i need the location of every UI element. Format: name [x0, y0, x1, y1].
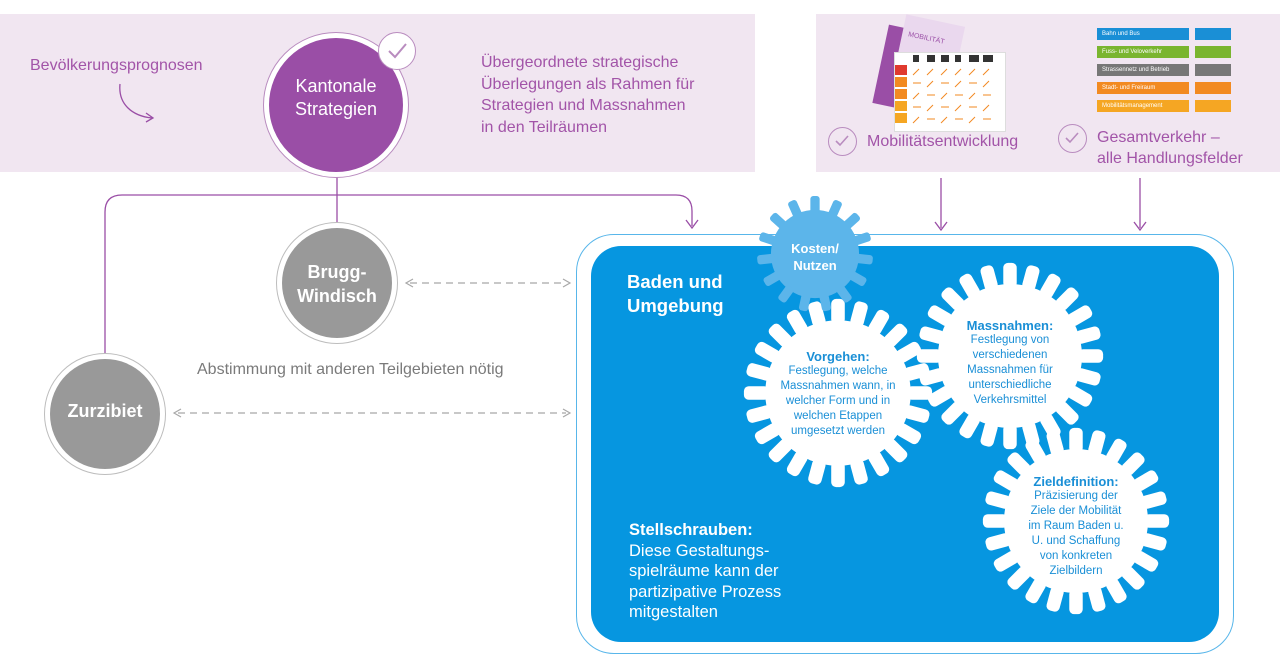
ziel-text: Zieldefinition: Präzisierung der Ziele d…: [1006, 474, 1146, 579]
vorgehen-title: Vorgehen:: [806, 349, 870, 364]
kosten-label: Kosten/ Nutzen: [791, 241, 839, 273]
massnahmen-title: Massnahmen:: [966, 318, 1054, 333]
kantonal-label-2: Strategien: [294, 99, 378, 119]
kantonal-strategies-circle: Kantonale Strategien: [263, 32, 409, 178]
zurzibiet-label: Zurzibiet: [67, 401, 143, 421]
zurzibiet-circle: Zurzibiet: [44, 353, 166, 475]
ziel-title: Zieldefinition:: [1033, 474, 1119, 489]
kantonal-description: Übergeordnete strategische Überlegungen …: [481, 54, 695, 136]
brugg-label-2: Windisch: [297, 286, 377, 306]
pedestrian-bike-icon: [1195, 46, 1231, 58]
legend-row-stadt: Stadt- und Freiraum: [1097, 82, 1189, 94]
mobility-check-icon: [828, 127, 857, 156]
car-icon: [1195, 64, 1231, 76]
gesamt-check-icon: [1058, 124, 1087, 153]
kantonal-check-icon: [378, 32, 416, 70]
mobility-label: Mobilitätsentwicklung: [867, 133, 1019, 150]
stellschrauben-block: Stellschrauben: Diese Gestaltungs- spiel…: [629, 521, 782, 621]
gears-icon: [1195, 100, 1231, 112]
stellschrauben-title: Stellschrauben:: [629, 521, 753, 539]
city-icon: [1195, 82, 1231, 94]
forecast-label: Bevölkerungsprognosen: [30, 57, 203, 74]
brugg-label-1: Brugg-: [307, 262, 367, 282]
legend-row-management: Mobilitätsmanagement: [1097, 100, 1189, 112]
massnahmen-text: Massnahmen: Festlegung von verschiedenen…: [940, 318, 1080, 408]
coordination-note: Abstimmung mit anderen Teilgebieten nöti…: [197, 361, 504, 378]
mobility-doc-title: MOBILITÄT: [907, 31, 946, 46]
gesamt-label: Gesamtverkehr – alle Handlungsfelder: [1097, 129, 1243, 167]
legend-row-strasse: Strassennetz und Betrieb: [1097, 64, 1189, 76]
vorgehen-text: Vorgehen: Festlegung, welche Massnahmen …: [768, 349, 908, 439]
baden-title: Baden und Umgebung: [627, 271, 724, 316]
train-icon: [1195, 28, 1231, 40]
legend-row-fuss: Fuss- und Veloverkehr: [1097, 46, 1189, 58]
handlungsfelder-legend: Bahn und Bus Fuss- und Veloverkehr Stras…: [1097, 28, 1233, 112]
legend-row-bahn: Bahn und Bus: [1097, 28, 1189, 40]
mobility-document-image: MOBILITÄT: [872, 14, 1008, 132]
brugg-windisch-circle: Brugg- Windisch: [276, 222, 398, 344]
kantonal-label-1: Kantonale: [295, 76, 377, 96]
